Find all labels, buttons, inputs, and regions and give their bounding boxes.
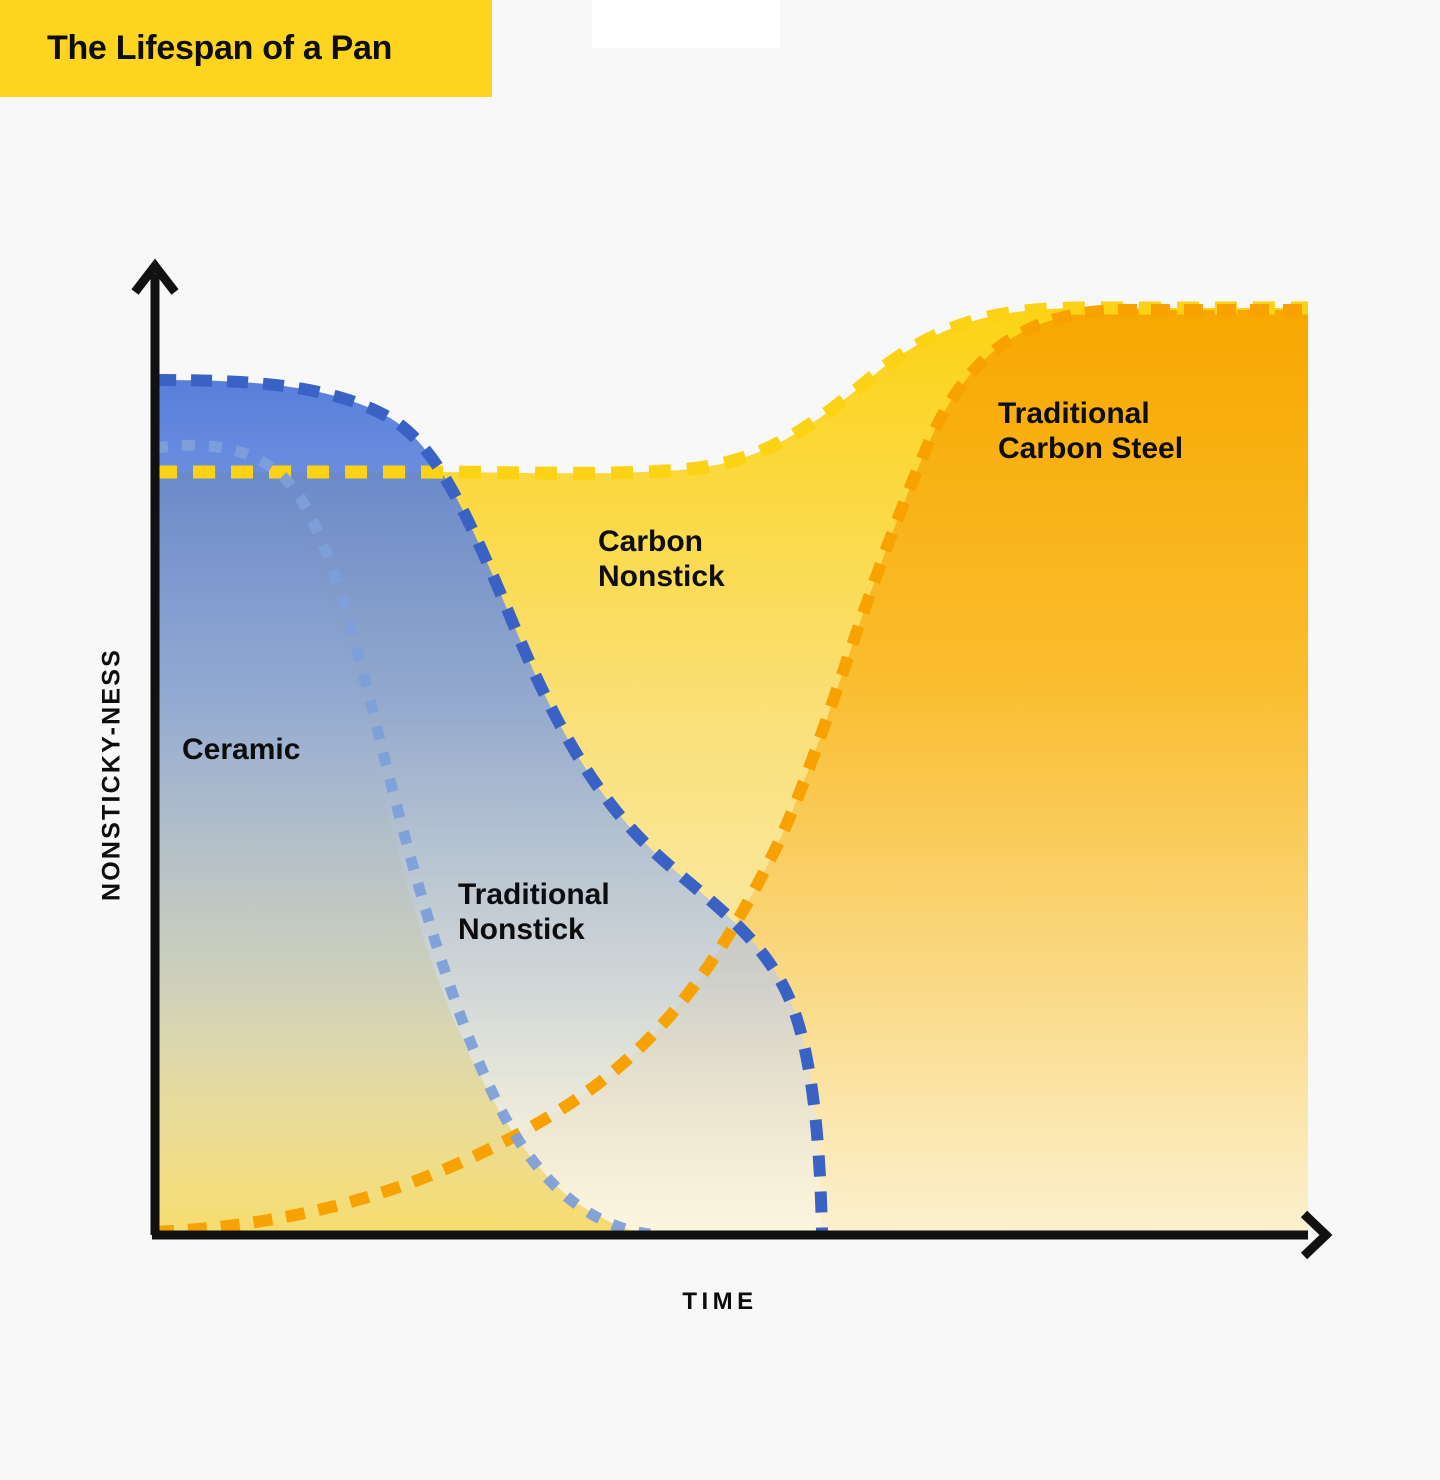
line-carbon-steel [154,304,1308,1238]
area-traditional-nonstick [155,380,822,1232]
y-axis-arrowhead [131,258,179,295]
series-label-carbon-nonstick: Carbon Nonstick [598,525,725,594]
page-title: The Lifespan of a Pan [47,29,393,67]
title-banner: The Lifespan of a Pan [0,0,492,97]
line-traditional-nonstick [154,374,828,1233]
line-carbon-nonstick [155,301,1308,480]
x-axis-label: TIME [682,1288,758,1315]
series-label-traditional-carbon-steel: Traditional Carbon Steel [998,397,1184,466]
line-ceramic [154,439,651,1240]
series-label-ceramic: Ceramic [182,733,301,766]
logo-plate [592,0,780,48]
area-carbon-steel [155,310,1308,1235]
x-axis-arrowhead [1300,1210,1333,1260]
series-label-traditional-nonstick: Traditional Nonstick [458,878,610,947]
y-axis-label: NONSTICKY-NESS [97,647,126,902]
